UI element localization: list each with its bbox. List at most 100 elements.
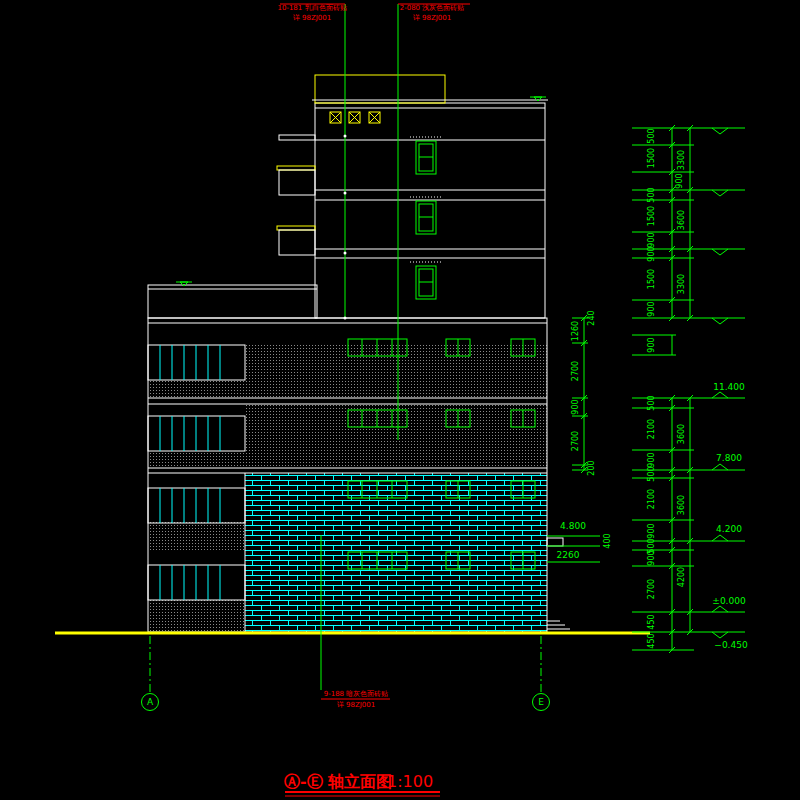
- dimension-text: 2700: [648, 579, 656, 599]
- line: [148, 468, 547, 469]
- line: [184, 488, 185, 523]
- annotation-text: 9-188 暗灰色面砖贴: [324, 691, 389, 698]
- line: [345, 4, 346, 318]
- line: [362, 481, 363, 498]
- shape: [279, 135, 315, 140]
- dimension-text: 4200: [678, 567, 686, 587]
- drawing-title: Ⓐ-Ⓔ 轴立面图: [284, 774, 392, 790]
- line: [687, 315, 693, 321]
- dimension-text: 500: [648, 395, 656, 410]
- shape: [446, 410, 470, 427]
- shape: [245, 473, 547, 632]
- dimension-text: 1500: [648, 148, 656, 168]
- shape: [419, 144, 433, 171]
- line: [458, 339, 459, 356]
- shape: [148, 565, 245, 600]
- line: [690, 398, 691, 632]
- dimension-text: 900: [648, 550, 656, 565]
- annotation-text: ±0.000: [712, 597, 745, 606]
- line: [632, 650, 694, 651]
- line: [632, 300, 694, 301]
- line: [285, 796, 440, 797]
- line: [148, 404, 547, 405]
- shape: [511, 410, 535, 427]
- line: [419, 157, 433, 158]
- dimension-text: 400: [604, 533, 612, 548]
- line: [669, 467, 675, 473]
- line: [687, 538, 693, 544]
- shape: [349, 112, 360, 123]
- shape: [148, 285, 317, 318]
- dimension-text: 900: [648, 232, 656, 247]
- line: [581, 467, 587, 473]
- line: [547, 625, 565, 626]
- line: [669, 142, 675, 148]
- line: [632, 335, 676, 336]
- line: [220, 565, 221, 600]
- line: [669, 447, 675, 453]
- line: [694, 318, 745, 319]
- line: [220, 345, 221, 380]
- line: [196, 488, 197, 523]
- line: [632, 249, 694, 250]
- line: [694, 541, 745, 542]
- line: [669, 315, 675, 321]
- line: [315, 200, 545, 201]
- line: [632, 550, 694, 551]
- shape: [348, 481, 407, 498]
- dimension-text: 500: [648, 128, 656, 143]
- annotation-text: 2260: [557, 551, 580, 560]
- shape: [547, 538, 563, 546]
- shape: [446, 481, 470, 498]
- line: [362, 410, 363, 427]
- line: [694, 398, 745, 399]
- dimension-text: 240: [588, 310, 596, 325]
- line: [220, 488, 221, 523]
- line: [632, 128, 694, 129]
- dimension-text: 900: [572, 399, 580, 414]
- line: [349, 112, 360, 123]
- dimension-text: 900: [648, 523, 656, 538]
- dimension-text: 900: [648, 337, 656, 352]
- line: [694, 632, 745, 633]
- line: [208, 488, 209, 523]
- line: [547, 536, 600, 537]
- line: [196, 565, 197, 600]
- line: [419, 282, 433, 283]
- line: [315, 108, 545, 109]
- line: [669, 255, 675, 261]
- dimension-text: 450: [648, 633, 656, 648]
- line: [669, 246, 675, 252]
- line: [632, 232, 694, 233]
- line: [669, 297, 675, 303]
- dimension-text: 900: [648, 452, 656, 467]
- line: [160, 345, 161, 380]
- line: [581, 413, 587, 419]
- line: [694, 470, 745, 471]
- line: [458, 410, 459, 427]
- line: [184, 565, 185, 600]
- line: [196, 416, 197, 451]
- annotation-text: −0.450: [714, 641, 747, 650]
- axis-bubble: A: [141, 693, 159, 711]
- shape: [279, 230, 315, 255]
- line: [672, 335, 673, 355]
- line: [581, 340, 587, 346]
- line: [632, 520, 694, 521]
- line: [572, 465, 588, 466]
- annotation-text: 4.200: [716, 525, 742, 534]
- line: [669, 517, 675, 523]
- line: [160, 416, 161, 451]
- line: [581, 462, 587, 468]
- line: [398, 4, 399, 440]
- line: [687, 395, 693, 401]
- line: [419, 217, 433, 218]
- shape: [511, 481, 535, 498]
- line: [315, 258, 545, 259]
- dimension-text: 500: [648, 466, 656, 481]
- dimension-text: 2100: [648, 489, 656, 509]
- line: [694, 190, 745, 191]
- line: [148, 289, 317, 290]
- line: [687, 187, 693, 193]
- line: [208, 416, 209, 451]
